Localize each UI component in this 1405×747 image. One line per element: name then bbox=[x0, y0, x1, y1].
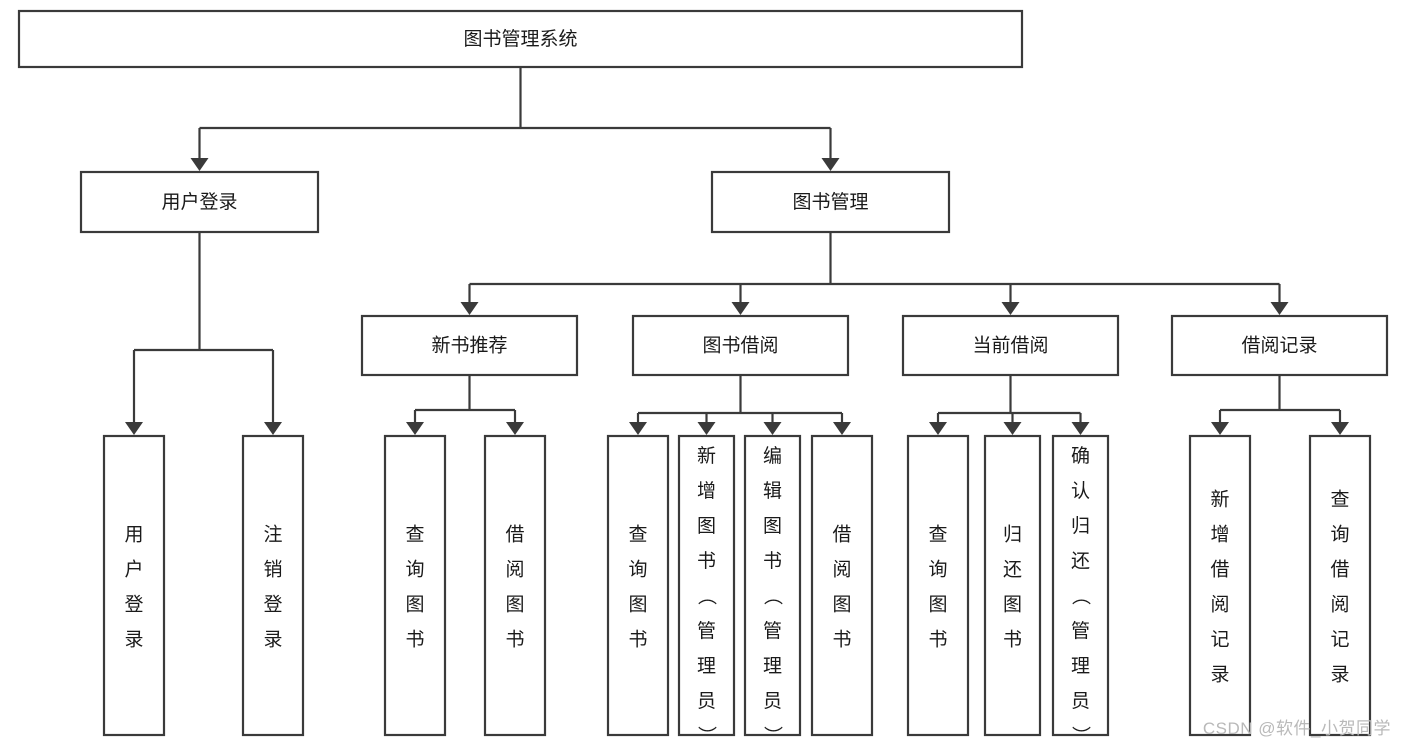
node-leaf-query-book-br[interactable]: 查询图书 bbox=[606, 434, 670, 737]
node-leaf-borrow-book-rec[interactable]: 借阅图书 bbox=[483, 434, 547, 737]
node-label: 图书借阅 bbox=[702, 335, 778, 357]
node-box bbox=[901, 314, 1120, 377]
node-box bbox=[1051, 434, 1110, 737]
node-box bbox=[983, 434, 1042, 737]
node-box bbox=[102, 434, 166, 737]
node-box bbox=[360, 314, 579, 377]
node-leaf-query-book-cur[interactable]: 查询图书 bbox=[906, 434, 970, 737]
node-label: 用户登录 bbox=[124, 525, 143, 651]
node-box bbox=[241, 434, 305, 737]
node-label: 新增借阅记录 bbox=[1210, 489, 1229, 686]
node-box bbox=[677, 434, 736, 737]
node-leaf-logout[interactable]: 注销登录 bbox=[241, 434, 305, 737]
node-box bbox=[606, 434, 670, 737]
node-label: 图书管理 bbox=[792, 191, 868, 213]
node-new-book-rec[interactable]: 新书推荐 bbox=[360, 314, 579, 377]
node-leaf-query-record[interactable]: 查询借阅记录 bbox=[1308, 434, 1372, 737]
node-box bbox=[483, 434, 547, 737]
node-label: 图书管理系统 bbox=[463, 28, 577, 50]
node-label: 新书推荐 bbox=[431, 335, 507, 357]
node-leaf-add-record[interactable]: 新增借阅记录 bbox=[1188, 434, 1252, 737]
node-leaf-edit-book[interactable]: 编辑图书（管理员） bbox=[743, 434, 802, 747]
node-leaf-user-login[interactable]: 用户登录 bbox=[102, 434, 166, 737]
node-label: 确认归还（管理员） bbox=[1071, 445, 1091, 747]
node-box bbox=[1170, 314, 1389, 377]
node-box bbox=[79, 170, 320, 234]
edge-layer bbox=[125, 67, 1349, 435]
node-label: 新增图书（管理员） bbox=[697, 445, 717, 747]
node-leaf-return-book[interactable]: 归还图书 bbox=[983, 434, 1042, 737]
node-current-borrow[interactable]: 当前借阅 bbox=[901, 314, 1120, 377]
node-root[interactable]: 图书管理系统 bbox=[17, 9, 1024, 69]
node-label: 归还图书 bbox=[1003, 524, 1022, 651]
node-label: 查询图书 bbox=[405, 524, 424, 651]
node-label: 借阅图书 bbox=[505, 524, 524, 651]
node-box bbox=[17, 9, 1024, 69]
node-label: 注销登录 bbox=[263, 524, 282, 651]
node-leaf-add-book[interactable]: 新增图书（管理员） bbox=[677, 434, 736, 747]
node-leaf-confirm-return[interactable]: 确认归还（管理员） bbox=[1051, 434, 1110, 747]
node-box bbox=[906, 434, 970, 737]
node-label: 查询图书 bbox=[628, 524, 647, 651]
node-book-manage[interactable]: 图书管理 bbox=[710, 170, 951, 234]
node-box bbox=[383, 434, 447, 737]
node-user-login[interactable]: 用户登录 bbox=[79, 170, 320, 234]
node-label: 编辑图书（管理员） bbox=[763, 445, 783, 747]
node-box bbox=[710, 170, 951, 234]
node-label: 查询借阅记录 bbox=[1330, 489, 1349, 686]
node-box bbox=[810, 434, 874, 737]
node-box bbox=[1308, 434, 1372, 737]
node-leaf-borrow-book-br[interactable]: 借阅图书 bbox=[810, 434, 874, 737]
node-label: 查询图书 bbox=[928, 524, 947, 651]
node-label: 用户登录 bbox=[161, 191, 237, 213]
node-box bbox=[631, 314, 850, 377]
node-borrow-record[interactable]: 借阅记录 bbox=[1170, 314, 1389, 377]
node-leaf-query-book-rec[interactable]: 查询图书 bbox=[383, 434, 447, 737]
node-label: 借阅记录 bbox=[1241, 335, 1317, 357]
node-box bbox=[1188, 434, 1252, 737]
node-label: 当前借阅 bbox=[972, 335, 1048, 357]
node-book-borrow[interactable]: 图书借阅 bbox=[631, 314, 850, 377]
node-box bbox=[743, 434, 802, 737]
node-label: 借阅图书 bbox=[832, 524, 851, 651]
node-layer: 图书管理系统用户登录图书管理新书推荐图书借阅当前借阅借阅记录用户登录注销登录查询… bbox=[17, 9, 1389, 747]
